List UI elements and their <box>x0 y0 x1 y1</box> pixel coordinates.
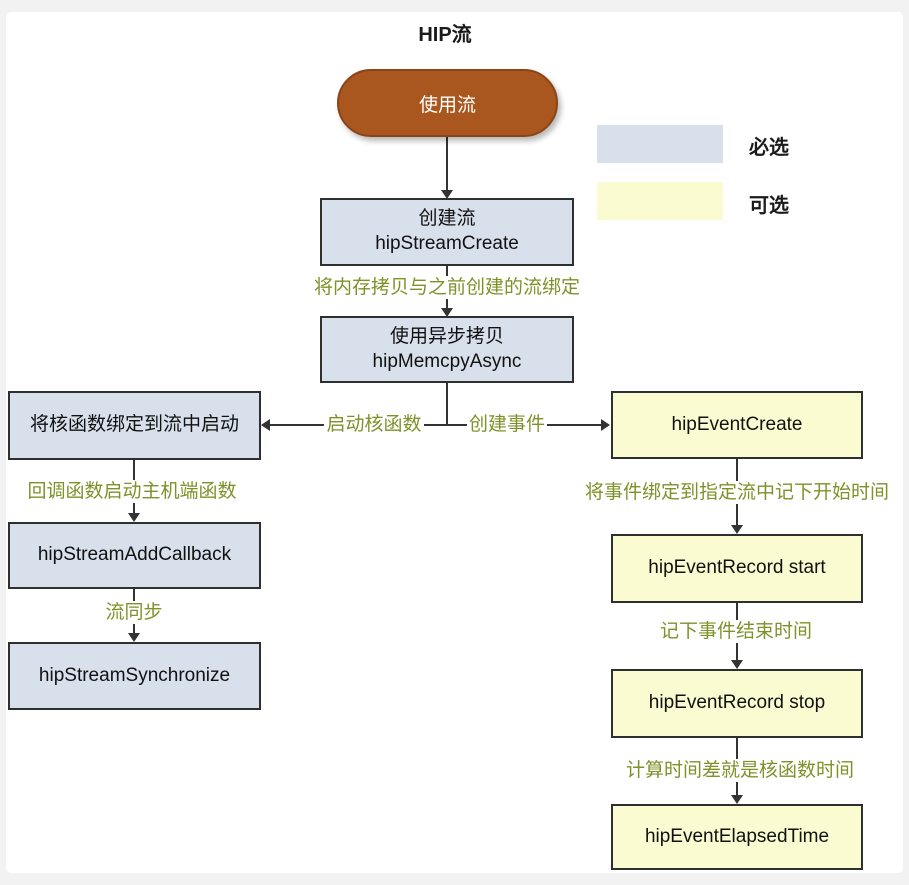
node-stream-add-callback: hipStreamAddCallback <box>8 522 261 589</box>
legend-label-required: 必选 <box>749 137 789 159</box>
node-event-elapsed-time-label: hipEventElapsedTime <box>644 825 830 847</box>
node-event-create: hipEventCreate <box>611 391 863 459</box>
node-create-stream-fn: hipStreamCreate <box>375 233 519 254</box>
edge-label-launch-kernel: 启动核函数 <box>324 413 424 436</box>
arrowhead-down <box>441 190 453 199</box>
arrowhead-down <box>128 513 140 522</box>
node-use-stream: 使用流 <box>337 69 558 137</box>
node-stream-synchronize: hipStreamSynchronize <box>8 642 261 710</box>
node-use-stream-label: 使用流 <box>418 94 476 116</box>
edge-label-record-start: 将事件绑定到指定流中记下开始时间 <box>577 481 897 504</box>
legend-label-optional: 可选 <box>749 195 789 217</box>
arrowhead-down <box>731 660 743 669</box>
edge-label-elapsed: 计算时间差就是核函数时间 <box>626 759 855 782</box>
arrowhead-down <box>731 525 743 534</box>
edge-label-callback-host: 回调函数启动主机端函数 <box>24 480 240 503</box>
edge-label-stream-sync: 流同步 <box>102 601 166 624</box>
node-memcpy-async-cn: 使用异步拷贝 <box>389 325 504 347</box>
arrowhead-down <box>731 795 743 804</box>
node-event-elapsed-time: hipEventElapsedTime <box>611 804 863 870</box>
connector-line <box>446 383 448 426</box>
edge-label-create-event: 创建事件 <box>467 413 547 436</box>
arrowhead-down <box>441 308 453 317</box>
node-memcpy-async-fn: hipMemcpyAsync <box>372 350 522 372</box>
edge-label-record-end: 记下事件结束时间 <box>656 620 816 643</box>
node-create-stream: 创建流 hipStreamCreate <box>320 198 574 266</box>
connector-line <box>263 424 608 426</box>
node-event-record-start: hipEventRecord start <box>611 534 863 603</box>
node-bind-kernel: 将核函数绑定到流中启动 <box>8 391 261 460</box>
arrowhead-right <box>601 419 610 431</box>
node-event-record-stop: hipEventRecord stop <box>611 669 863 738</box>
node-stream-add-callback-label: hipStreamAddCallback <box>37 544 232 566</box>
node-create-stream-cn: 创建流 <box>418 208 476 230</box>
node-event-create-label: hipEventCreate <box>671 413 803 435</box>
arrowhead-down <box>128 633 140 642</box>
node-bind-kernel-label: 将核函数绑定到流中启动 <box>29 414 239 436</box>
node-event-record-stop-label: hipEventRecord stop <box>648 692 826 714</box>
legend-swatch-optional <box>597 182 723 220</box>
edge-label-bind-memcpy: 将内存拷贝与之前创建的流绑定 <box>292 276 602 299</box>
node-memcpy-async: 使用异步拷贝 hipMemcpyAsync <box>320 316 574 383</box>
node-stream-synchronize-label: hipStreamSynchronize <box>38 664 231 686</box>
diagram-title: HIP流 <box>418 24 472 46</box>
legend-swatch-required <box>597 125 723 163</box>
node-event-record-start-label: hipEventRecord start <box>648 557 826 579</box>
arrowhead-left <box>261 419 270 431</box>
connector-line <box>446 135 448 191</box>
